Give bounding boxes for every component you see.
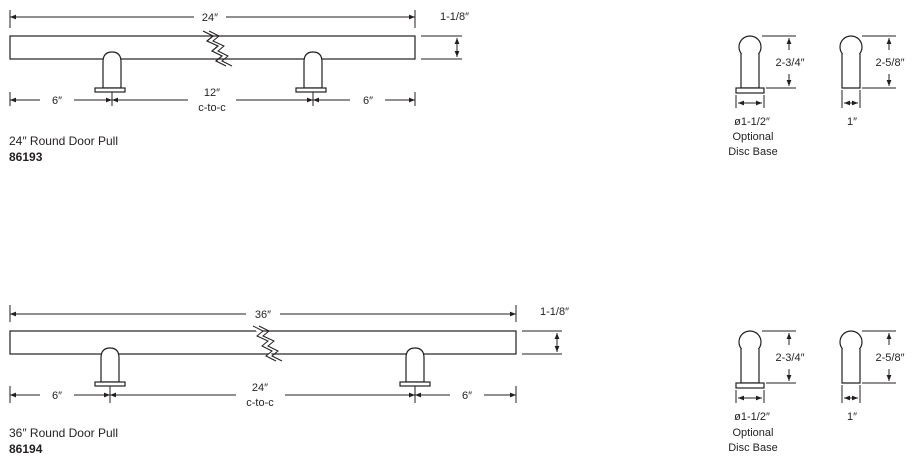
bar-diameter-label: 1-1/8″	[540, 306, 569, 318]
height-label: 2-5/8″	[876, 352, 905, 364]
pull-post-left	[102, 51, 122, 89]
break-symbol	[252, 325, 277, 362]
height-label: 2-3/4″	[776, 57, 805, 69]
pull-24-side-view-plain: 2-5/8″ 1″	[839, 35, 905, 128]
disc-base	[735, 87, 765, 94]
disc-base-label: Disc Base	[728, 146, 778, 158]
disc-base	[735, 382, 765, 389]
pull-post-left	[100, 347, 120, 383]
base-diameter-label: ø1-1/2″	[734, 116, 770, 128]
part-number: 86194	[9, 442, 43, 456]
post-base-left	[94, 87, 126, 93]
pull-36-side-view-disc: 2-3/4″ ø1-1/2″ Optional Disc Base	[728, 330, 805, 454]
post-base-right	[295, 87, 327, 93]
post-base-right	[399, 381, 431, 387]
height-label: 2-5/8″	[876, 57, 905, 69]
center-to-center-label: 12″	[204, 87, 220, 99]
end-offset-right-label: 6″	[363, 95, 373, 107]
pull-24-side-view-disc: 2-3/4″ ø1-1/2″ Optional Disc Base	[728, 35, 805, 158]
pull-24-front-view: 24″ 1-1/8″ 6″ 12″ c-to-c 6″	[9, 10, 469, 114]
bar-diameter-label: 1-1/8″	[440, 11, 469, 23]
pull-bar	[9, 35, 416, 60]
base-diameter-label: ø1-1/2″	[734, 411, 770, 423]
post-base-left	[94, 381, 126, 387]
pull-36-front-view: 36″ 1-1/8″ 6″ 24″ c-to-c 6″	[9, 305, 569, 409]
product-name: 36″ Round Door Pull	[9, 426, 118, 440]
break-symbol	[258, 325, 283, 362]
optional-label: Optional	[733, 427, 774, 439]
optional-label: Optional	[733, 131, 774, 143]
break-symbol	[208, 30, 233, 67]
post-side	[841, 349, 861, 384]
end-offset-right-label: 6″	[462, 390, 472, 402]
post-side	[740, 349, 760, 384]
post-width-label: 1″	[847, 116, 857, 128]
disc-base-label: Disc Base	[728, 442, 778, 454]
pull-post-right	[303, 51, 323, 89]
post-side	[740, 54, 760, 89]
product-name: 24″ Round Door Pull	[9, 134, 118, 148]
overall-length-label: 36″	[255, 309, 271, 321]
height-label: 2-3/4″	[776, 352, 805, 364]
post-width-label: 1″	[847, 411, 857, 423]
break-symbol	[202, 30, 227, 67]
pull-36-side-view-plain: 2-5/8″ 1″	[839, 330, 905, 423]
end-offset-left-label: 6″	[52, 95, 62, 107]
center-to-center-label: 24″	[252, 382, 268, 394]
center-to-center-note: c-to-c	[198, 102, 226, 114]
part-number: 86193	[9, 150, 43, 164]
post-side	[841, 54, 861, 89]
pull-post-right	[405, 347, 425, 383]
overall-length-label: 24″	[202, 12, 218, 24]
center-to-center-note: c-to-c	[246, 397, 274, 409]
pull-bar	[9, 330, 517, 355]
end-offset-left-label: 6″	[52, 390, 62, 402]
